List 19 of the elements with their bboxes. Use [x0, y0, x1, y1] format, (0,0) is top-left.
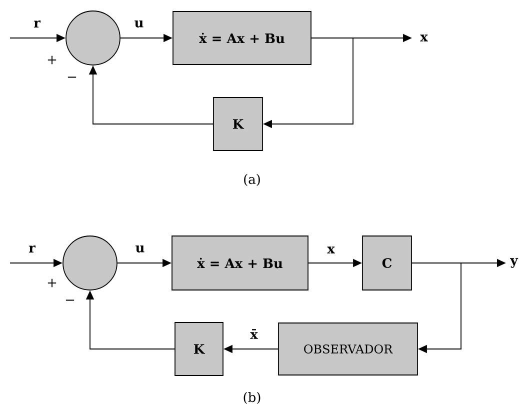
arrow [412, 262, 462, 354]
edge-label: u [133, 20, 145, 28]
block-box: ẋ = Ax + Bu [172, 236, 308, 290]
block-box: ẋ = Ax + Bu [172, 11, 312, 65]
edge-label: x [419, 34, 429, 42]
edge-label: y [509, 257, 519, 269]
edge-label: x [326, 246, 336, 254]
block-box: K [213, 97, 263, 151]
edge-label: r [28, 244, 36, 254]
summing-junction [62, 236, 118, 290]
block-box: C [362, 236, 412, 290]
block-box: K [174, 322, 224, 376]
block-box: OBSERVADOR [278, 322, 418, 376]
sign-label: (a) [244, 174, 260, 186]
sign-label: (b) [244, 392, 260, 404]
edge-label: u [134, 244, 146, 254]
edge-label: r [32, 20, 42, 28]
summing-junction [66, 10, 120, 66]
edge-label: x̄ [249, 328, 259, 340]
